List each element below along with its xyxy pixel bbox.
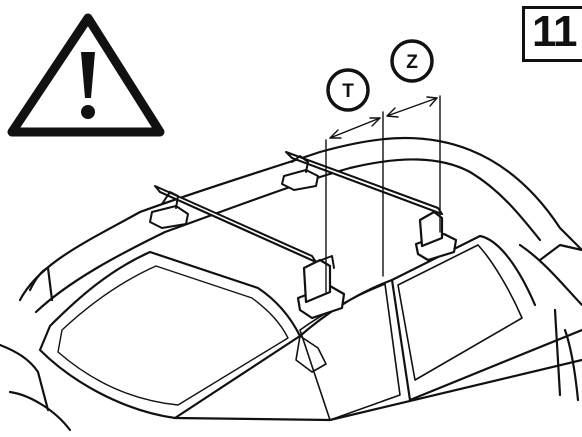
dimension-lines: [325, 95, 441, 293]
dimension-z-label: Z: [406, 52, 418, 73]
rear-roof-bar: [149, 185, 346, 320]
step-number: 11: [532, 7, 578, 56]
dimension-z-marker: [390, 39, 434, 83]
dimension-t-marker: [326, 68, 370, 112]
front-roof-bar: [281, 151, 458, 262]
car-body: [0, 136, 582, 432]
dimension-t-label: T: [342, 81, 354, 102]
warning-triangle-icon: [7, 13, 165, 137]
step-number-box: [522, 6, 582, 62]
